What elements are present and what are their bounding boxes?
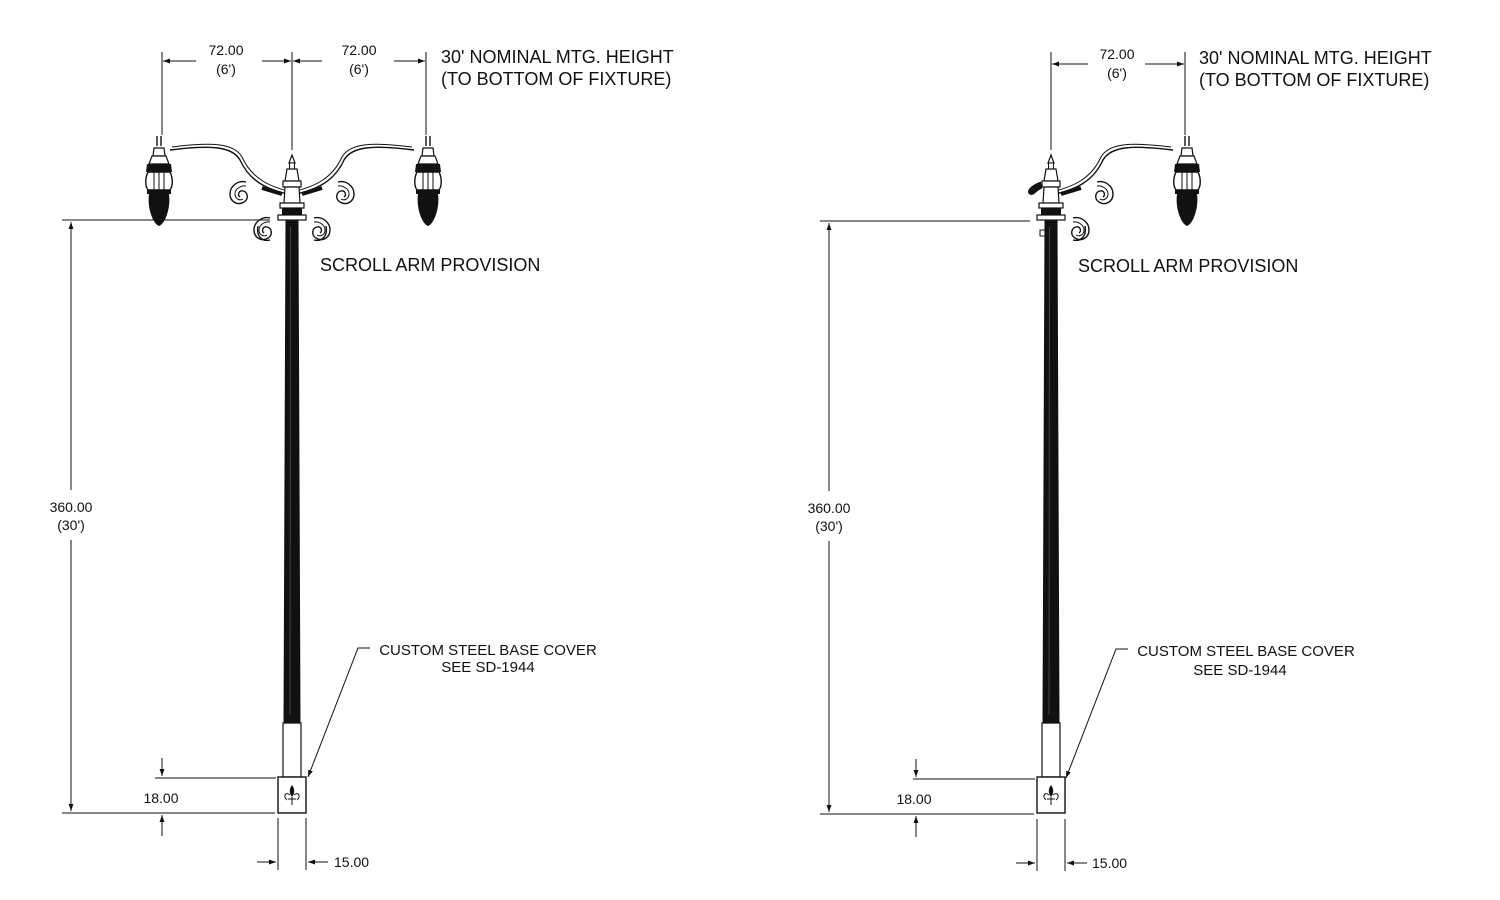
left-base-height: 18.00 (143, 790, 178, 806)
right-pole (1036, 154, 1066, 814)
left-arm-dim-b: 72.00 (341, 42, 376, 58)
right-height-dimension: 360.00 (30') (808, 220, 1034, 815)
right-base-width-dimension: 15.00 (1016, 819, 1127, 871)
left-arm-dim-b-ft: (6') (349, 61, 369, 77)
right-base-callout: CUSTOM STEEL BASE COVER SEE SD-1944 (1065, 643, 1355, 779)
right-arm-dim-ft: (6') (1107, 65, 1127, 81)
right-base-height: 18.00 (896, 791, 931, 807)
right-base-height-dimension: 18.00 (896, 759, 1035, 837)
left-arm-dim-a-ft: (6') (216, 61, 236, 77)
left-twin-arms (169, 143, 415, 242)
right-pole-height: 360.00 (808, 500, 851, 516)
left-height-note-1: 30' NOMINAL MTG. HEIGHT (441, 47, 674, 67)
left-pole-height: 360.00 (50, 499, 93, 515)
left-elevation: 72.00 (6') 72.00 (6') 30' NOMINAL MTG. H… (50, 42, 674, 870)
right-pole-height-ft: (30') (815, 518, 843, 534)
left-arm-dim-a: 72.00 (208, 42, 243, 58)
left-luminaire-a (145, 135, 173, 227)
right-height-note-2: (TO BOTTOM OF FIXTURE) (1199, 70, 1429, 90)
left-pole (277, 154, 307, 814)
right-scroll-note: SCROLL ARM PROVISION (1078, 256, 1298, 276)
left-arm-dimension: 72.00 (6') 72.00 (6') (161, 42, 427, 150)
right-base-note-2: SEE SD-1944 (1193, 662, 1286, 679)
right-single-arm (1027, 143, 1174, 242)
left-base-width-dimension: 15.00 (257, 818, 369, 870)
left-scroll-note: SCROLL ARM PROVISION (320, 255, 540, 275)
left-height-dimension: 360.00 (30') (50, 219, 275, 814)
right-arm-dimension: 72.00 (6') (1050, 46, 1186, 150)
left-base-callout: CUSTOM STEEL BASE COVER SEE SD-1944 (307, 642, 597, 778)
left-base-height-dimension: 18.00 (143, 758, 276, 836)
right-elevation: 72.00 (6') 30' NOMINAL MTG. HEIGHT (TO B… (808, 46, 1432, 871)
right-height-note-1: 30' NOMINAL MTG. HEIGHT (1199, 48, 1432, 68)
right-arm-dim: 72.00 (1099, 46, 1134, 62)
right-base-note-1: CUSTOM STEEL BASE COVER (1137, 643, 1355, 660)
left-base-width: 15.00 (334, 854, 369, 870)
left-base-note-2: SEE SD-1944 (441, 659, 534, 676)
left-luminaire-b (414, 135, 442, 227)
left-base-note-1: CUSTOM STEEL BASE COVER (379, 642, 597, 659)
left-pole-height-ft: (30') (57, 517, 85, 533)
right-base-width: 15.00 (1092, 855, 1127, 871)
right-luminaire (1173, 135, 1201, 227)
left-height-note-2: (TO BOTTOM OF FIXTURE) (441, 69, 671, 89)
